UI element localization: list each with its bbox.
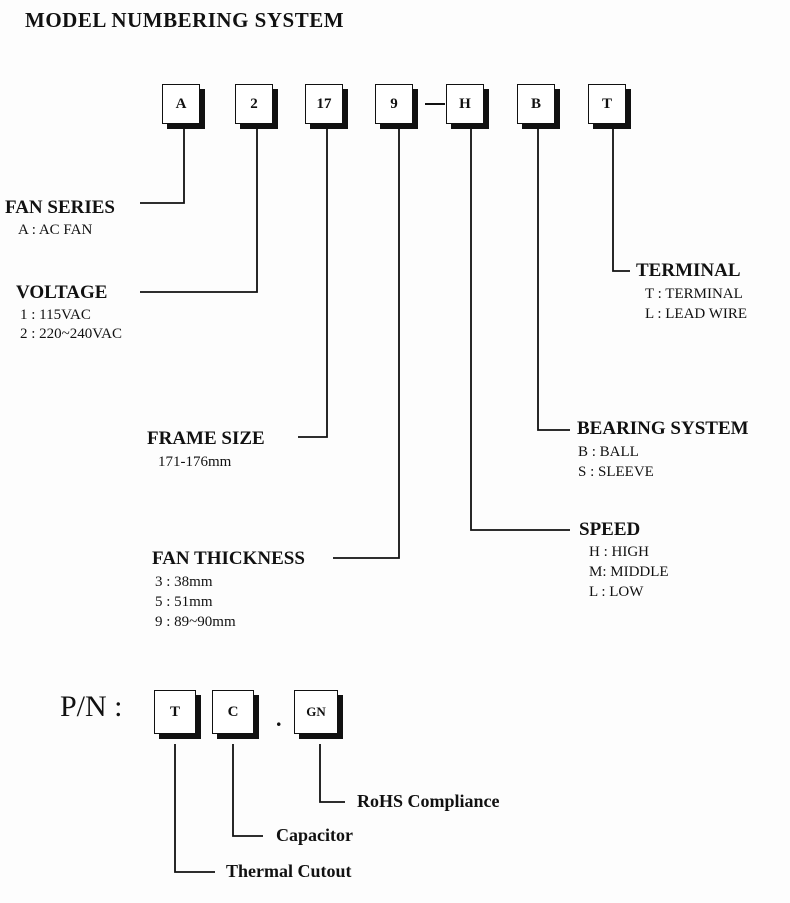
speed-heading: SPEED (579, 519, 641, 540)
connector-fan-series (140, 128, 185, 204)
connector-voltage (140, 128, 258, 293)
connector-frame-size (298, 128, 328, 438)
frame-size-heading: FRAME SIZE (147, 428, 265, 449)
model-box-thickness: 9 (375, 84, 413, 124)
connector-bearing (537, 128, 570, 431)
connector-rohs (319, 744, 345, 803)
fan-thickness-heading: FAN THICKNESS (152, 548, 305, 569)
thermal-cutout-description: Thermal Cutout (226, 861, 352, 881)
connector-capacitor (232, 744, 263, 837)
model-box-terminal: T (588, 84, 626, 124)
terminal-option: T : TERMINAL (645, 286, 743, 302)
fan-series-option: A : AC FAN (18, 222, 93, 238)
connector-fan-thickness (333, 128, 400, 559)
frame-size-option: 171-176mm (158, 454, 232, 470)
voltage-option: 1 : 115VAC (20, 307, 91, 323)
speed-option: L : LOW (589, 584, 644, 600)
model-box-voltage: 2 (235, 84, 273, 124)
voltage-option: 2 : 220~240VAC (20, 326, 123, 342)
model-box-fan-series: A (162, 84, 200, 124)
terminal-heading: TERMINAL (636, 260, 741, 281)
speed-option: H : HIGH (589, 544, 649, 560)
fan-thickness-option: 5 : 51mm (155, 594, 213, 610)
voltage-heading: VOLTAGE (16, 282, 108, 303)
connector-thermal-cutout (174, 744, 215, 873)
pn-label: P/N : (60, 690, 123, 723)
fan-series-heading: FAN SERIES (5, 197, 115, 218)
model-box-bearing: B (517, 84, 555, 124)
connector-terminal (612, 128, 630, 272)
model-box-speed: H (446, 84, 484, 124)
model-box-frame-size: 17 (305, 84, 343, 124)
bearing-option: S : SLEEVE (578, 464, 654, 480)
pn-box-capacitor: C (212, 690, 254, 734)
pn-separator: . (276, 706, 282, 731)
fan-thickness-option: 3 : 38mm (155, 574, 213, 590)
capacitor-description: Capacitor (276, 825, 353, 845)
fan-thickness-option: 9 : 89~90mm (155, 614, 236, 630)
connector-speed (470, 128, 570, 531)
pn-box-thermal-cutout: T (154, 690, 196, 734)
terminal-option: L : LEAD WIRE (645, 306, 748, 322)
bearing-option: B : BALL (578, 444, 639, 460)
bearing-heading: BEARING SYSTEM (577, 418, 749, 439)
speed-option: M: MIDDLE (589, 564, 669, 580)
pn-box-rohs: GN (294, 690, 338, 734)
dash-separator (425, 103, 445, 105)
rohs-description: RoHS Compliance (357, 791, 500, 811)
page-title: MODEL NUMBERING SYSTEM (25, 8, 345, 32)
